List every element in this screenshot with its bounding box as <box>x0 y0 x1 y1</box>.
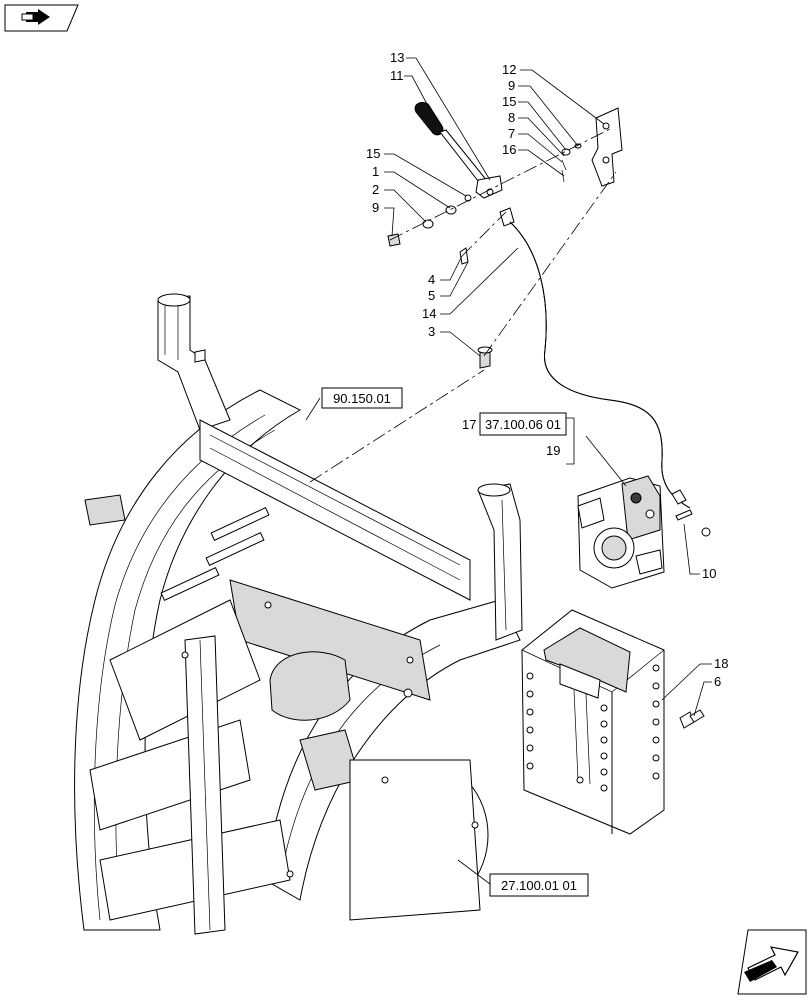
previous-page-arrow-icon[interactable] <box>4 4 79 32</box>
hitch-lever <box>414 101 503 199</box>
callout-17: 17 <box>462 417 476 432</box>
callout-7: 7 <box>508 126 515 141</box>
rear-frame-illustration <box>74 293 523 935</box>
plate-hole-column <box>526 664 660 792</box>
callout-5: 5 <box>428 288 435 303</box>
callout-1: 1 <box>372 164 379 179</box>
reference-axle-label: 27.100.01 01 <box>501 878 577 893</box>
callout-3: 3 <box>428 324 435 339</box>
callout-11: 11 <box>390 68 404 83</box>
callout-4: 4 <box>428 272 435 287</box>
callout-16: 16 <box>502 142 516 157</box>
callout-2: 2 <box>372 182 379 197</box>
hitch-support-plate <box>521 609 665 835</box>
hitch-assembly <box>577 475 665 589</box>
callout-18: 18 <box>714 656 728 671</box>
mounting-bracket <box>591 107 623 187</box>
callout-leaders <box>305 57 712 885</box>
callout-15-top: 15 <box>502 94 516 109</box>
callout-14: 14 <box>422 306 436 321</box>
callout-6: 6 <box>714 674 721 689</box>
callout-13: 13 <box>390 50 404 65</box>
callout-12: 12 <box>502 62 516 77</box>
callout-numbers: 13 11 12 9 15 8 7 16 15 1 2 9 4 5 14 3 1… <box>366 50 728 689</box>
callout-9-top: 9 <box>508 78 515 93</box>
reference-axle[interactable]: 27.100.01 01 <box>489 873 589 897</box>
reference-frame-label: 90.150.01 <box>333 391 391 406</box>
assembly-centerlines <box>309 127 617 483</box>
hardware-parts <box>387 143 705 729</box>
callout-8: 8 <box>508 110 515 125</box>
callout-19: 19 <box>546 443 560 458</box>
reference-hitch[interactable]: 37.100.06 01 <box>479 412 567 436</box>
callout-10: 10 <box>702 566 716 581</box>
reference-hitch-label: 37.100.06 01 <box>485 417 561 432</box>
callout-15-left: 15 <box>366 146 380 161</box>
next-page-arrow-icon[interactable] <box>737 929 807 995</box>
reference-frame[interactable]: 90.150.01 <box>321 387 403 409</box>
control-cable <box>499 207 711 537</box>
callout-9-left: 9 <box>372 200 379 215</box>
